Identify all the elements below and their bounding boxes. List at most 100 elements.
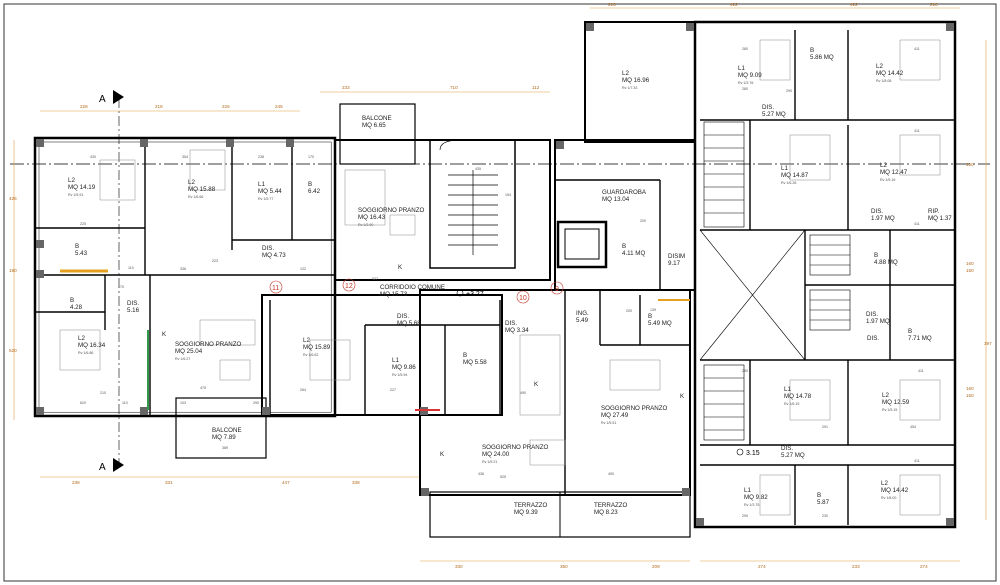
- room-name: B: [874, 252, 878, 259]
- dim-top-right-3: 422: [850, 2, 858, 7]
- room-dis-b: DIS.5.16: [127, 300, 140, 314]
- dim-bottom-left-3: 447: [282, 480, 290, 485]
- interior-dimension: 411: [918, 369, 924, 373]
- room-name: B: [817, 492, 821, 499]
- room-rv: Rv 1/5.77: [258, 197, 273, 201]
- interior-dimension: 435: [475, 167, 481, 171]
- room-b-a: B6.42: [308, 181, 321, 195]
- furniture: [59, 39, 941, 516]
- interior-dimension: 238: [258, 155, 264, 159]
- room-area: 5.87: [817, 499, 830, 506]
- room-area: 5.49 MQ: [648, 320, 672, 327]
- kitchen-mark: K: [534, 381, 539, 388]
- room-dis-e: DIS.5.27 MQ: [762, 104, 786, 118]
- room-area: MQ 16.43: [358, 214, 386, 221]
- room-area: 6.42: [308, 188, 321, 195]
- dim-bottom-left-4: 338: [352, 480, 360, 485]
- interior-dimension: 411: [914, 129, 920, 133]
- room-area: MQ 15.88: [188, 186, 216, 193]
- room-b-f: B5.49 MQ: [648, 313, 672, 327]
- interior-dimension: 110: [128, 266, 134, 270]
- room-rv: Rv 1/8.00: [881, 496, 896, 500]
- interior-dimension: 103: [180, 401, 186, 405]
- section-label-bottom: A: [99, 462, 106, 473]
- unit-number-12: 12: [345, 283, 353, 290]
- room-name: TERRAZZO: [594, 502, 628, 509]
- room-name: B: [75, 243, 79, 250]
- dim-top-mid-3: 112: [532, 85, 540, 90]
- room-b-g: B5.86 MQ: [810, 47, 834, 61]
- interior-dimension: 170: [118, 285, 124, 289]
- room-name: BALCONE: [212, 427, 242, 434]
- dim-bottom-mid-1: 330: [455, 564, 463, 569]
- elevation-marks: +3.27 3.15: [456, 289, 760, 457]
- interior-dimension: 210: [100, 391, 106, 395]
- room-rv: Rv 1/6.27: [175, 357, 190, 361]
- room-name: B: [810, 47, 814, 54]
- interior-dimension: 170: [308, 155, 314, 159]
- interior-dimension: 139: [650, 308, 656, 312]
- room-area: 5.49: [576, 317, 589, 324]
- room-rv: Rv 1/2.90: [358, 223, 373, 227]
- dim-top-left-3: 226: [222, 104, 230, 109]
- interior-dimension: 290: [742, 514, 748, 518]
- room-name: B: [308, 181, 312, 188]
- room-name: B: [648, 313, 652, 320]
- room-name: DISIM: [668, 253, 685, 260]
- kitchen-mark: K: [440, 451, 445, 458]
- dimension-lines: [13, 7, 987, 562]
- interior-dimension: 227: [390, 388, 396, 392]
- interior-dimension: 264: [300, 388, 306, 392]
- room-name: DIS.: [505, 320, 517, 327]
- room-rv: Rv 1/6.62: [303, 353, 318, 357]
- interior-dimension: 411: [914, 222, 920, 226]
- room-rv: Rv 1/8.08: [876, 79, 891, 83]
- interior-dimension: 411: [914, 459, 920, 463]
- room-rv: Rv 1/5.21: [482, 460, 497, 464]
- room-name: RIP.: [928, 208, 940, 215]
- room-area: MQ 9.82: [744, 494, 768, 501]
- unit-number-9: 9: [555, 286, 559, 293]
- room-area: 5.27 MQ: [781, 452, 805, 459]
- room-b-j: B5.87: [817, 492, 830, 506]
- room-area: 1.97 MQ: [871, 215, 895, 222]
- room-name: B: [70, 297, 74, 304]
- room-area: MQ 14.19: [68, 184, 96, 191]
- interior-dimension: 290: [253, 401, 259, 405]
- unit-numbers: 11 12 10 9: [269, 278, 564, 304]
- room-dis-a: DIS.MQ 4.73: [262, 245, 286, 259]
- room-name: DIS.: [397, 313, 409, 320]
- dim-bottom-right-2: 233: [852, 564, 860, 569]
- dim-bottom-left-1: 238: [72, 480, 80, 485]
- room-dis-i: DIS.5.27 MQ: [781, 445, 805, 459]
- dim-top-left-2: 218: [155, 104, 163, 109]
- room-rv: Rv 1/6.86: [78, 351, 93, 355]
- room-area: MQ 15.73: [380, 291, 408, 298]
- room-rv: Rv 1/5.16: [880, 178, 895, 182]
- room-rv: Rv 1/5.94: [392, 373, 407, 377]
- room-name: L1: [781, 165, 788, 172]
- room-rv: Rv 1/3.75: [744, 503, 759, 507]
- kitchen-mark: K: [680, 393, 685, 400]
- interior-dimension: 527: [372, 277, 378, 281]
- room-rip: RIP.MQ 1.37: [928, 208, 952, 222]
- room-b-e: B4.11 MQ: [622, 243, 645, 257]
- dim-bottom-right-1: 274: [758, 564, 766, 569]
- room-area: MQ 9.09: [738, 72, 762, 79]
- room-area: 5.16: [127, 307, 140, 314]
- interior-dimension: 436: [478, 472, 484, 476]
- room-rv: Rv 1/6.66: [188, 195, 203, 199]
- interior-dimension: 154: [505, 193, 511, 197]
- dim-right-1: 150: [966, 162, 974, 167]
- room-dis-g: DIS.1.97 MQ: [866, 311, 890, 325]
- room-name: SOGGIORNO PRANZO: [601, 405, 668, 412]
- dim-right-4: 160: [966, 386, 974, 391]
